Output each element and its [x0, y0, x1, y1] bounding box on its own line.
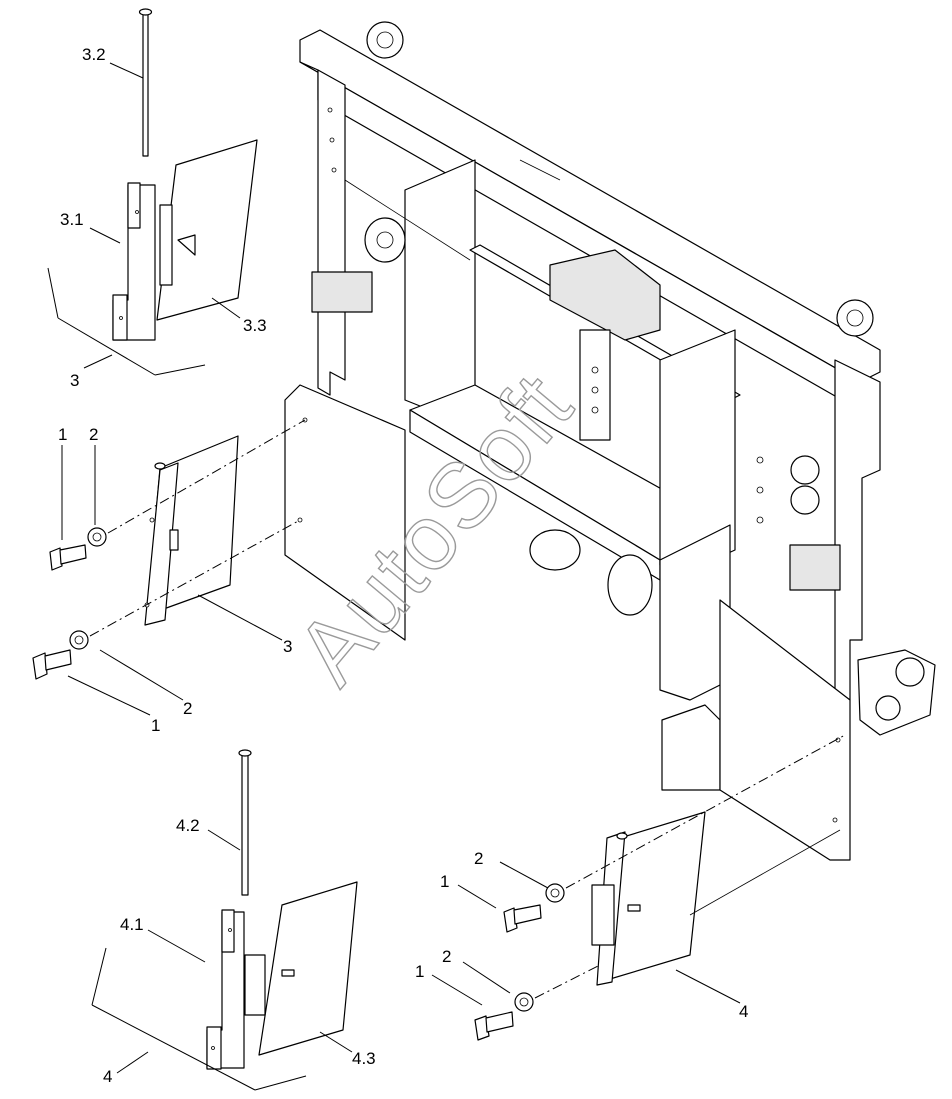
- cover-assembly-3: [32, 419, 306, 680]
- callout-1-bolt-c: 1: [440, 872, 449, 891]
- callout-3-1: 3.1: [60, 210, 84, 229]
- cover-assembly-3-exploded: [112, 8, 258, 341]
- callout-3-2: 3.2: [82, 45, 106, 64]
- callout-2-washer-b: 2: [183, 699, 192, 718]
- callout-2-washer-d: 2: [442, 947, 451, 966]
- cover-assembly-4-exploded: [206, 749, 358, 1070]
- callout-4-2: 4.2: [176, 816, 200, 835]
- callout-labels: 3.2 3.1 3.3 3 1 2 3 2 1 4.2 4.1 4.3 4 2 …: [58, 45, 748, 1086]
- callout-4-3: 4.3: [352, 1049, 376, 1068]
- callout-3-group: 3: [70, 371, 79, 390]
- callout-1-bolt-b: 1: [151, 716, 160, 735]
- callout-3-3: 3.3: [243, 316, 267, 335]
- callout-1-bolt-d: 1: [415, 962, 424, 981]
- callout-4-group: 4: [103, 1067, 112, 1086]
- callout-3-cover: 3: [283, 637, 292, 656]
- callout-4-cover: 4: [739, 1002, 748, 1021]
- callout-2-washer-c: 2: [474, 849, 483, 868]
- leader-lines: [47, 62, 741, 1091]
- callout-4-1: 4.1: [120, 915, 144, 934]
- callout-1-bolt-a: 1: [58, 425, 67, 444]
- cover-assembly-4: [474, 734, 846, 1041]
- callout-2-washer-a: 2: [89, 425, 98, 444]
- main-frame-assembly: [284, 21, 936, 861]
